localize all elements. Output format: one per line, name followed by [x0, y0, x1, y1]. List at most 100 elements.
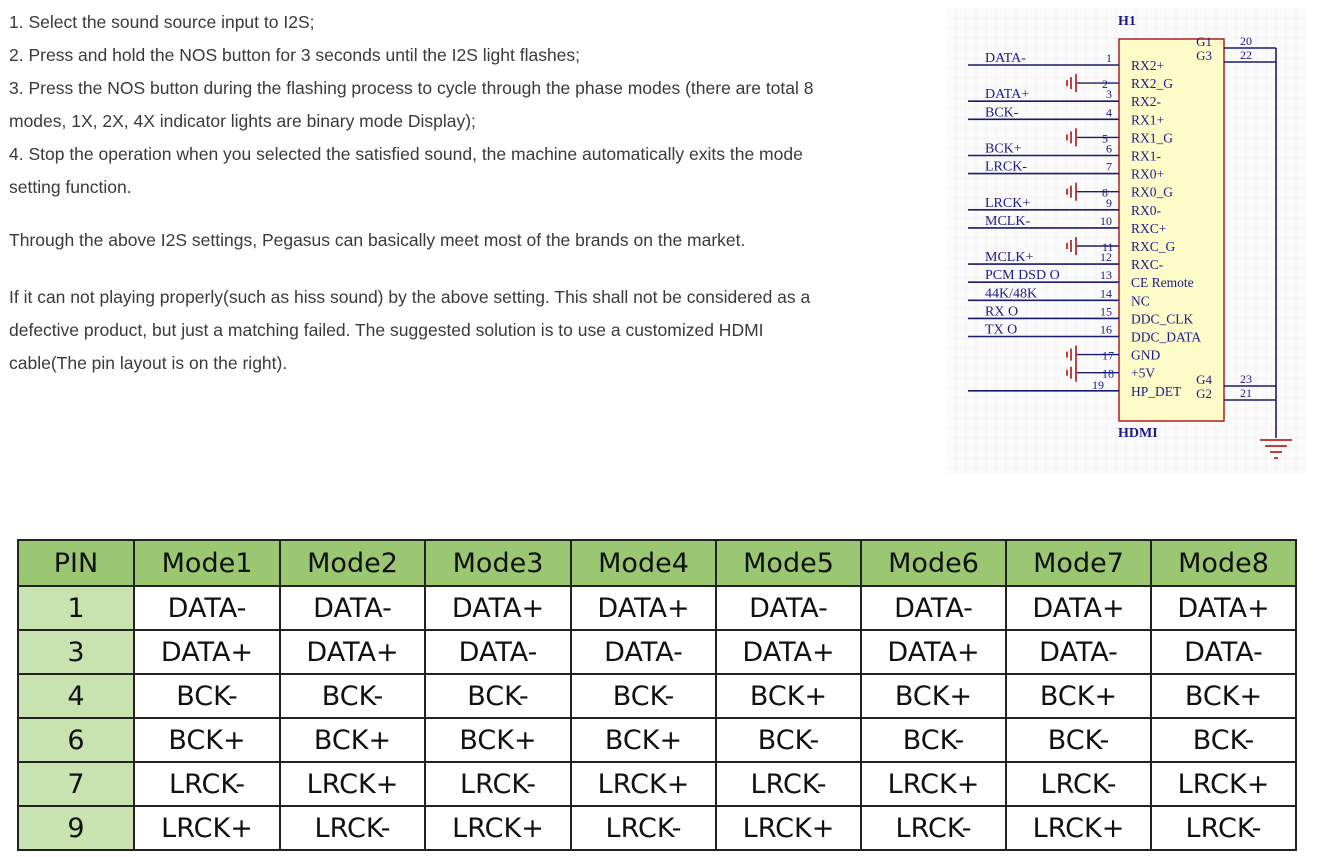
signal-label: TX O: [985, 323, 1017, 338]
signal-label: PCM DSD O: [985, 268, 1060, 283]
pin-number: 6: [1106, 142, 1112, 156]
signal-cell: DATA+: [424, 585, 572, 631]
signal-label: DATA-: [985, 51, 1026, 66]
connector-pin-function: RXC+: [1131, 221, 1166, 236]
header-mode-7: Mode7: [1005, 539, 1152, 587]
connector-pin-function: RX0-: [1131, 203, 1162, 218]
signal-cell: BCK-: [715, 717, 862, 763]
pin-number: 8: [1102, 186, 1108, 200]
connector-pin-function: RX0+: [1131, 167, 1164, 182]
signal-label: BCK+: [985, 142, 1022, 157]
header-mode-6: Mode6: [860, 539, 1007, 587]
signal-cell: LRCK-: [1005, 761, 1152, 807]
connector-pin-function: CE Remote: [1131, 275, 1194, 290]
signal-cell: DATA-: [279, 585, 426, 631]
pin-number-cell: 3: [17, 629, 135, 675]
signal-cell: LRCK-: [133, 761, 281, 807]
signal-label: LRCK+: [985, 196, 1030, 211]
signal-cell: LRCK+: [1005, 805, 1152, 851]
step-3-line-1: 3. Press the NOS button during the flash…: [9, 78, 814, 98]
connector-pin-function: RXC_G: [1131, 239, 1176, 254]
connector-pin-function: RX2_G: [1131, 76, 1173, 91]
connector-pin-function: RX1+: [1131, 112, 1164, 127]
signal-cell: LRCK-: [424, 761, 572, 807]
pin-number-cell: 1: [17, 585, 135, 631]
signal-cell: DATA+: [860, 629, 1007, 675]
pin-number: 5: [1102, 131, 1108, 145]
signal-cell: DATA+: [133, 629, 281, 675]
pin-number: 10: [1100, 214, 1112, 228]
step-3-line-2: modes, 1X, 2X, 4X indicator lights are b…: [9, 111, 476, 131]
signal-label: BCK-: [985, 105, 1019, 120]
pin-number: 12: [1100, 250, 1112, 264]
signal-cell: DATA-: [860, 585, 1007, 631]
pin-number: 9: [1106, 196, 1112, 210]
summary: Through the above I2S settings, Pegasus …: [9, 230, 746, 250]
header-pin: PIN: [17, 539, 135, 587]
pin-number: 15: [1100, 304, 1112, 318]
shield-label: G2: [1196, 386, 1212, 401]
pin-number-cell: 9: [17, 805, 135, 851]
pin-number: 4: [1106, 105, 1112, 119]
note-line-3: cable(The pin layout is on the right).: [9, 353, 288, 373]
note-line-1: If it can not playing properly(such as h…: [9, 287, 811, 307]
signal-cell: BCK-: [570, 673, 717, 719]
signal-cell: LRCK+: [715, 805, 862, 851]
pin-number: 20: [1240, 34, 1252, 48]
signal-label: LRCK-: [985, 160, 1027, 175]
connector-pin-function: RX2-: [1131, 94, 1162, 109]
connector-designator: H1: [1118, 14, 1136, 29]
connector-pin-function: NC: [1131, 293, 1150, 308]
connector-pin-function: +5V: [1131, 366, 1155, 381]
signal-cell: BCK+: [1150, 673, 1297, 719]
pin-number: 2: [1102, 77, 1108, 91]
signal-cell: DATA+: [1150, 585, 1297, 631]
signal-cell: BCK-: [133, 673, 281, 719]
connector-part-name: HDMI: [1118, 426, 1158, 441]
connector-pin-function: GND: [1131, 348, 1160, 363]
signal-cell: BCK-: [424, 673, 572, 719]
signal-cell: DATA-: [715, 585, 862, 631]
pin-number: 21: [1240, 386, 1252, 400]
pin-number: 18: [1102, 367, 1114, 381]
connector-pin-function: DDC_CLK: [1131, 311, 1194, 326]
connector-pin-function: RX1-: [1131, 149, 1162, 164]
header-mode-3: Mode3: [424, 539, 572, 587]
pin-number: 23: [1240, 372, 1252, 386]
connector-pin-function: RX2+: [1131, 58, 1164, 73]
shield-label: G1: [1196, 34, 1212, 49]
step-2: 2. Press and hold the NOS button for 3 s…: [9, 45, 581, 65]
signal-label: DATA+: [985, 87, 1029, 102]
signal-cell: BCK-: [279, 673, 426, 719]
note-line-2: defective product, but just a matching f…: [9, 320, 764, 340]
signal-cell: LRCK-: [715, 761, 862, 807]
signal-label: RX O: [985, 304, 1018, 319]
signal-cell: BCK+: [424, 717, 572, 763]
header-mode-2: Mode2: [279, 539, 426, 587]
signal-cell: LRCK+: [133, 805, 281, 851]
signal-cell: LRCK+: [860, 761, 1007, 807]
shield-label: G4: [1196, 372, 1212, 387]
pin-number-cell: 4: [17, 673, 135, 719]
header-mode-5: Mode5: [715, 539, 862, 587]
signal-cell: BCK+: [279, 717, 426, 763]
signal-cell: LRCK+: [1150, 761, 1297, 807]
instructions: 1. Select the sound source input to I2S;…: [9, 6, 909, 380]
signal-cell: DATA-: [133, 585, 281, 631]
signal-cell: DATA+: [1005, 585, 1152, 631]
shield-label: G3: [1196, 48, 1212, 63]
pin-number-cell: 6: [17, 717, 135, 763]
signal-cell: DATA+: [715, 629, 862, 675]
step-1: 1. Select the sound source input to I2S;: [9, 12, 315, 32]
header-mode-1: Mode1: [133, 539, 281, 587]
signal-cell: DATA-: [424, 629, 572, 675]
signal-label: 44K/48K: [985, 286, 1037, 301]
connector-pin-function: RXC-: [1131, 257, 1164, 272]
step-4-line-2: setting function.: [9, 177, 132, 197]
pin-number: 11: [1102, 240, 1114, 254]
signal-cell: DATA-: [570, 629, 717, 675]
pin-number: 7: [1106, 160, 1112, 174]
